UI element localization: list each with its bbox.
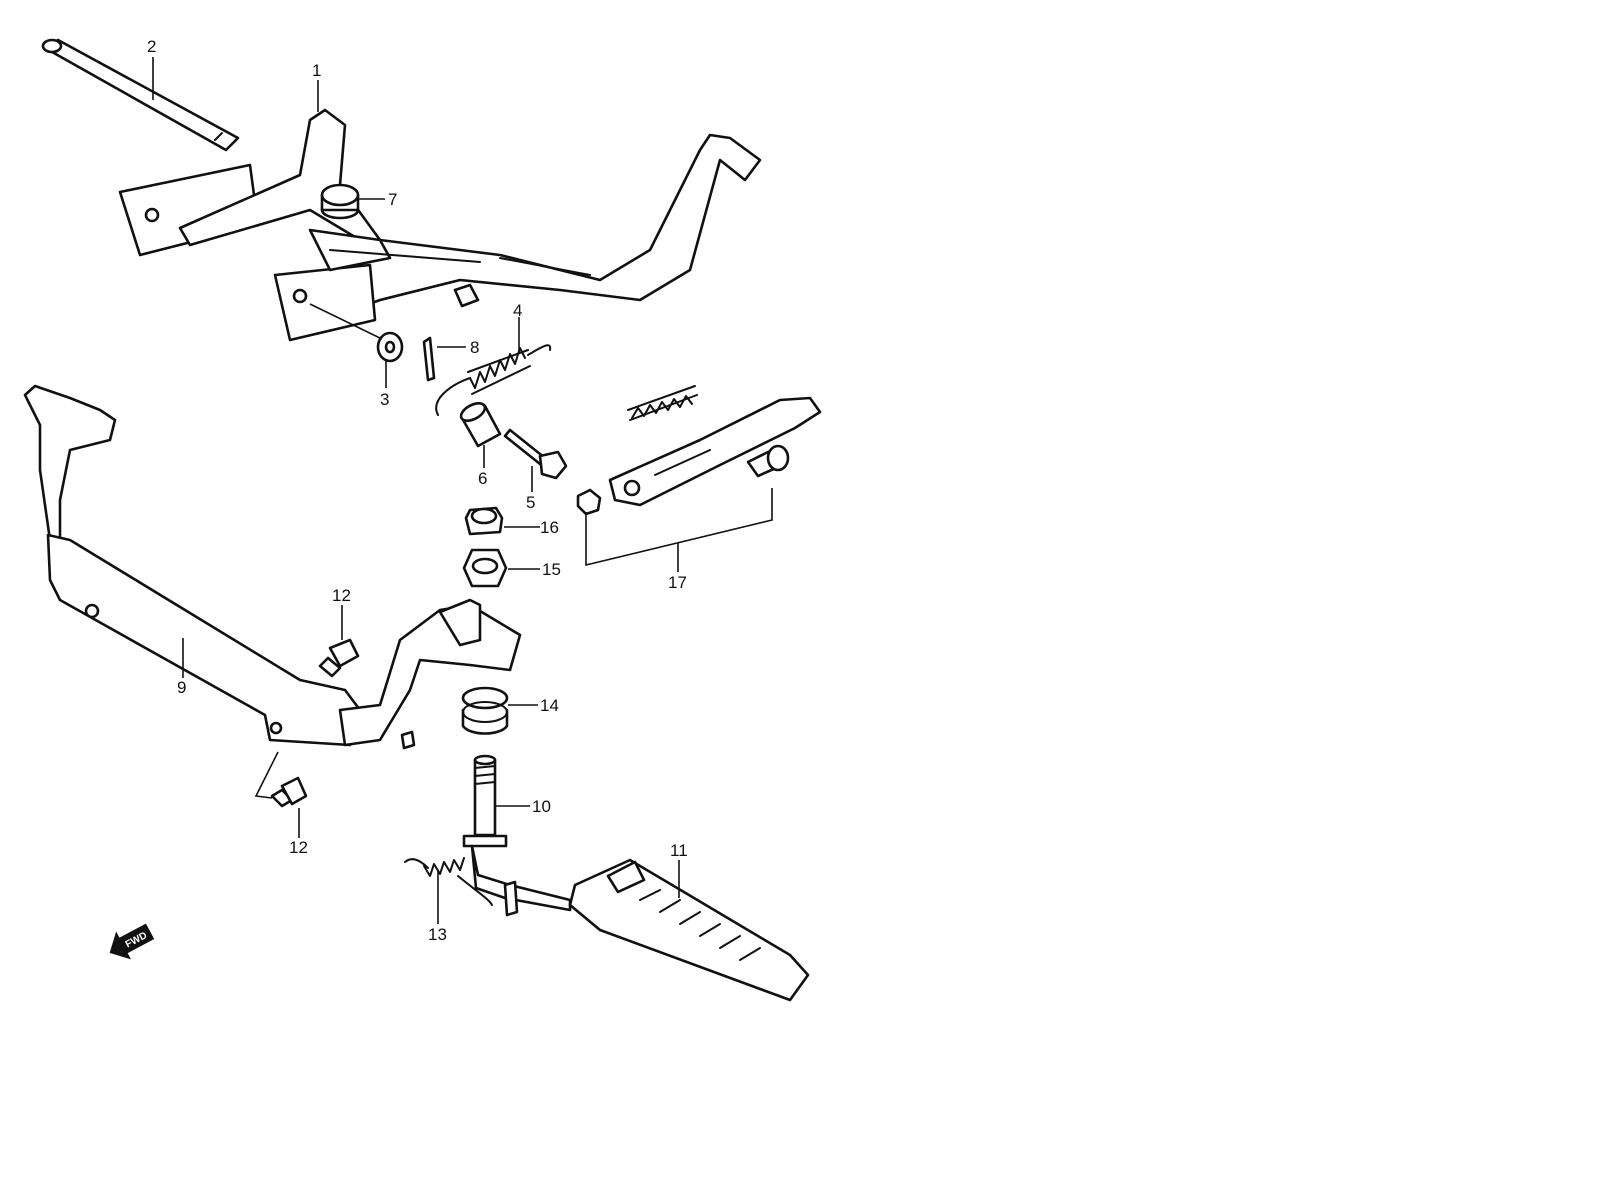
part-1-main-stand xyxy=(118,108,762,342)
part-2-pin xyxy=(41,38,240,152)
part-6-collar xyxy=(459,402,502,448)
leader-lines xyxy=(152,57,773,924)
callout-12b: 12 xyxy=(289,838,308,857)
part-16-nut xyxy=(464,506,504,536)
callout-10: 10 xyxy=(532,797,551,816)
part-7-stopper xyxy=(320,183,360,220)
part-17-side-stand xyxy=(576,385,822,516)
callout-4: 4 xyxy=(513,301,522,320)
forward-arrow-icon: FWD xyxy=(109,923,155,960)
callout-5: 5 xyxy=(526,493,535,512)
callout-16: 16 xyxy=(540,518,559,537)
part-9-footrest-bar xyxy=(23,384,522,750)
callout-7: 7 xyxy=(388,190,397,209)
part-11-footrest xyxy=(470,844,810,1002)
part-12-bolt-lower xyxy=(270,776,308,808)
part-13-spring xyxy=(404,857,493,906)
callout-12a: 12 xyxy=(332,586,351,605)
part-5-bolt xyxy=(503,428,568,480)
part-14-bushing xyxy=(461,686,509,735)
callout-6: 6 xyxy=(478,469,487,488)
part-4-spring xyxy=(435,344,552,416)
part-8-cotter-pin xyxy=(422,336,436,382)
callout-14: 14 xyxy=(540,696,559,715)
callout-9: 9 xyxy=(177,678,186,697)
callout-8: 8 xyxy=(470,338,479,357)
callout-15: 15 xyxy=(542,560,561,579)
part-12-bolt-upper xyxy=(318,638,360,678)
part-15-cushion xyxy=(462,548,508,588)
callout-11: 11 xyxy=(670,841,688,860)
part-10-pivot-shaft xyxy=(462,754,508,848)
callout-3: 3 xyxy=(380,390,389,409)
callout-1: 1 xyxy=(312,61,321,80)
callout-13: 13 xyxy=(428,925,447,944)
part-3-washer xyxy=(376,331,404,363)
callout-2: 2 xyxy=(147,37,156,56)
callout-17: 17 xyxy=(668,573,687,592)
callout-labels: 2 1 7 8 4 3 6 5 16 15 17 12 9 14 10 12 1… xyxy=(147,37,688,944)
